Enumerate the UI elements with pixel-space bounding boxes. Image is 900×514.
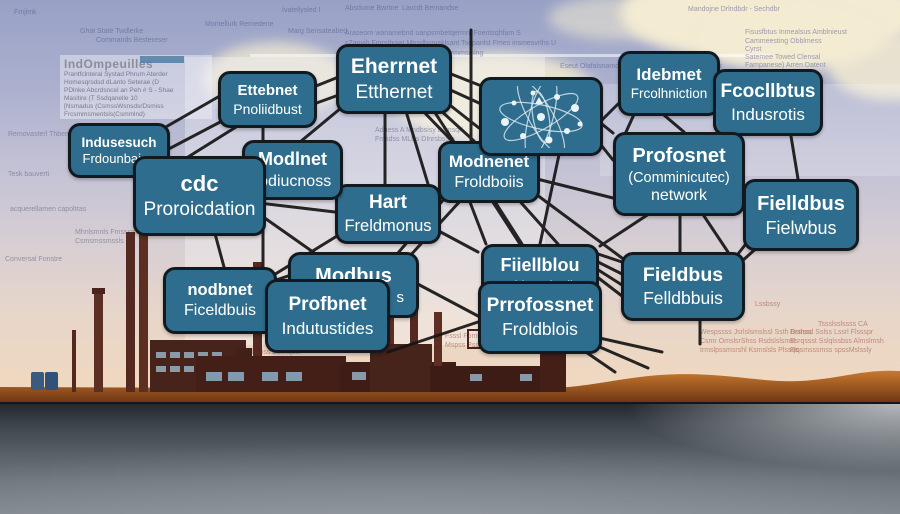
- node-sublabel: rodiucnoss: [253, 172, 332, 190]
- node-label: Profbnet: [288, 294, 367, 316]
- node-sublabel: Pnoliidbust: [233, 100, 302, 117]
- node-sublabel: Proroicdation: [143, 199, 256, 221]
- node-label: Indusesuch: [81, 134, 157, 150]
- node-sublabel: Etthernet: [355, 81, 433, 103]
- node-eherrnet: Eherrnet Etthernet: [336, 44, 452, 114]
- node-sublabel: Ficeldbuis: [183, 302, 257, 320]
- node-label: Hart: [368, 192, 407, 214]
- ghost-panel-title: IndOmpeuilles: [64, 57, 154, 71]
- node-fielldbus: Fielldbus Fielwbus: [743, 179, 859, 251]
- node-sublabel-2: network: [650, 187, 708, 205]
- faint-text: Araseorn wanamebnd uanpsmbetqermnl Foent…: [345, 30, 521, 37]
- gray-floor: [0, 402, 900, 514]
- faint-text: Ivatellysled I: [282, 7, 321, 14]
- faint-text: Cammeesting Obblmess: [745, 38, 822, 45]
- node-label: Fcocllbtus: [720, 80, 816, 102]
- faint-text: Conversal Fonstre: [5, 256, 63, 263]
- faint-text: Absdume Bwrtne: [345, 5, 399, 12]
- horizontal-rule: [250, 54, 770, 57]
- faint-text: Lavcdt Bernandse: [402, 5, 459, 12]
- ghost-panel-line: Prantfclnteral Systad Phrum Aterder: [64, 71, 168, 78]
- faint-text: Wespssss Jsrlslsmslssl Ssth Bsmss Csmr O…: [700, 329, 812, 354]
- node-label: Eherrnet: [350, 55, 438, 79]
- node-sublabel: Froldblois: [502, 318, 578, 339]
- node-nodbnet: nodbnet Ficeldbuis: [163, 267, 277, 334]
- faint-text: Removasterl Thbemand: [8, 131, 83, 138]
- cloud: [548, 0, 688, 40]
- node-label: Fielldbus: [757, 192, 845, 215]
- node-hart: Hart Freldmonus: [335, 184, 441, 244]
- node-sublabel: Freldmonus: [344, 217, 432, 236]
- faint-text: sZanvib Fmrstbqiat Mtrsdbsmaklsant Tsepa…: [345, 40, 557, 47]
- node-label: Prrofossnet: [486, 295, 594, 317]
- faint-text: Cyrst: [745, 46, 762, 53]
- node-sublabel: (Comminicutec): [628, 170, 730, 187]
- ghost-panel-line: Homesqrsdsd dLanto Seterae (D: [64, 79, 160, 86]
- node-label: Profosnet: [632, 145, 726, 168]
- faint-text: Montellurk Remedene: [205, 21, 274, 28]
- faint-text: Mandojne Drlndbdr - Sechdbr: [688, 6, 780, 13]
- node-ettebnet: Ettebnet Pnoliidbust: [218, 71, 317, 128]
- node-sublabel: Felldbbuis: [643, 288, 723, 309]
- node-label: Ettebnet: [237, 82, 298, 99]
- node-profosnet: Profosnet (Comminicutec) network: [613, 132, 745, 216]
- node-sublabel: Fielwbus: [765, 217, 837, 238]
- faint-text: Marg Sensateabed: [288, 28, 348, 35]
- faint-text: Fmjimk: [14, 9, 37, 16]
- ghost-list-panel: IndOmpeuilles Prantfclnteral Systad Phru…: [60, 55, 212, 119]
- faint-text: Ghat State Twdlerke: [80, 28, 144, 35]
- faint-text: Commands Bestereser: [96, 37, 168, 44]
- node-fieldbus: Fieldbus Felldbbuis: [621, 252, 745, 321]
- node-indusesuch: Indusesuch Frdounbaion: [68, 123, 170, 178]
- node-sublabel: Indutustides: [281, 318, 374, 338]
- ghost-panel-line: Masitire (T Ssdqanelle 10: [64, 95, 138, 102]
- node-sublabel: Frcolhniction: [630, 86, 708, 102]
- faint-text: Tesk bauverti: [8, 171, 50, 178]
- ghost-panel-line: PDlnke Abcrdsncel an Peh # S - Shae: [64, 87, 174, 94]
- node-fcocllbtus: Fcocllbtus Indusrotis: [713, 69, 823, 136]
- node-sublabel: s: [396, 288, 405, 306]
- mini-blue-tag: [140, 56, 184, 63]
- atom-network-icon: [499, 85, 583, 148]
- node-label: Idebmet: [636, 65, 702, 85]
- faint-text: Fampanese) Arren Datent: [745, 62, 826, 69]
- faint-text: Lssbssy: [755, 301, 781, 308]
- node-prrofossnet: Prrofossnet Froldblois: [478, 281, 602, 354]
- node-sublabel: Froldboiis: [454, 174, 524, 192]
- node-label: Modlnet: [258, 149, 327, 170]
- node-idebmet: Idebmet Frcolhniction: [618, 51, 720, 116]
- ghost-panel-line: [Nsmadus (CsmssWsnsdsrDsmiss: [64, 103, 164, 110]
- node-label: Fieldbus: [642, 263, 724, 286]
- faint-text: Tssslsslssss CA: [818, 321, 868, 328]
- node-label: cdc: [180, 170, 219, 196]
- node-network-hub: [479, 77, 603, 156]
- ghost-panel-line: Frcsmmsmentsls(Csmmlnd): [64, 111, 145, 118]
- faint-text: Drslssd Sslss Lssrl Flssspr Esrqssst Ssl…: [790, 329, 884, 354]
- faint-text: Mhnlsmnls Fmsssmssmsl Thsl Csmsmssmssls: [75, 229, 170, 245]
- node-profbnet: Profbnet Indutustides: [265, 279, 390, 353]
- faint-text: Fisusfbtus Inmealsus Amblnieust: [745, 29, 847, 36]
- node-label: nodbnet: [187, 280, 253, 299]
- node-label: Fiiellblou: [500, 255, 580, 276]
- node-sublabel: Indusrotis: [731, 105, 805, 125]
- ground-strip: [0, 370, 900, 404]
- node-cdc: cdc Proroicdation: [133, 156, 266, 236]
- faint-text: Satemee Towed Clensal: [745, 54, 821, 61]
- node-label: Modnenet: [448, 151, 530, 171]
- faint-text: acquerellamen capoltras: [10, 206, 87, 213]
